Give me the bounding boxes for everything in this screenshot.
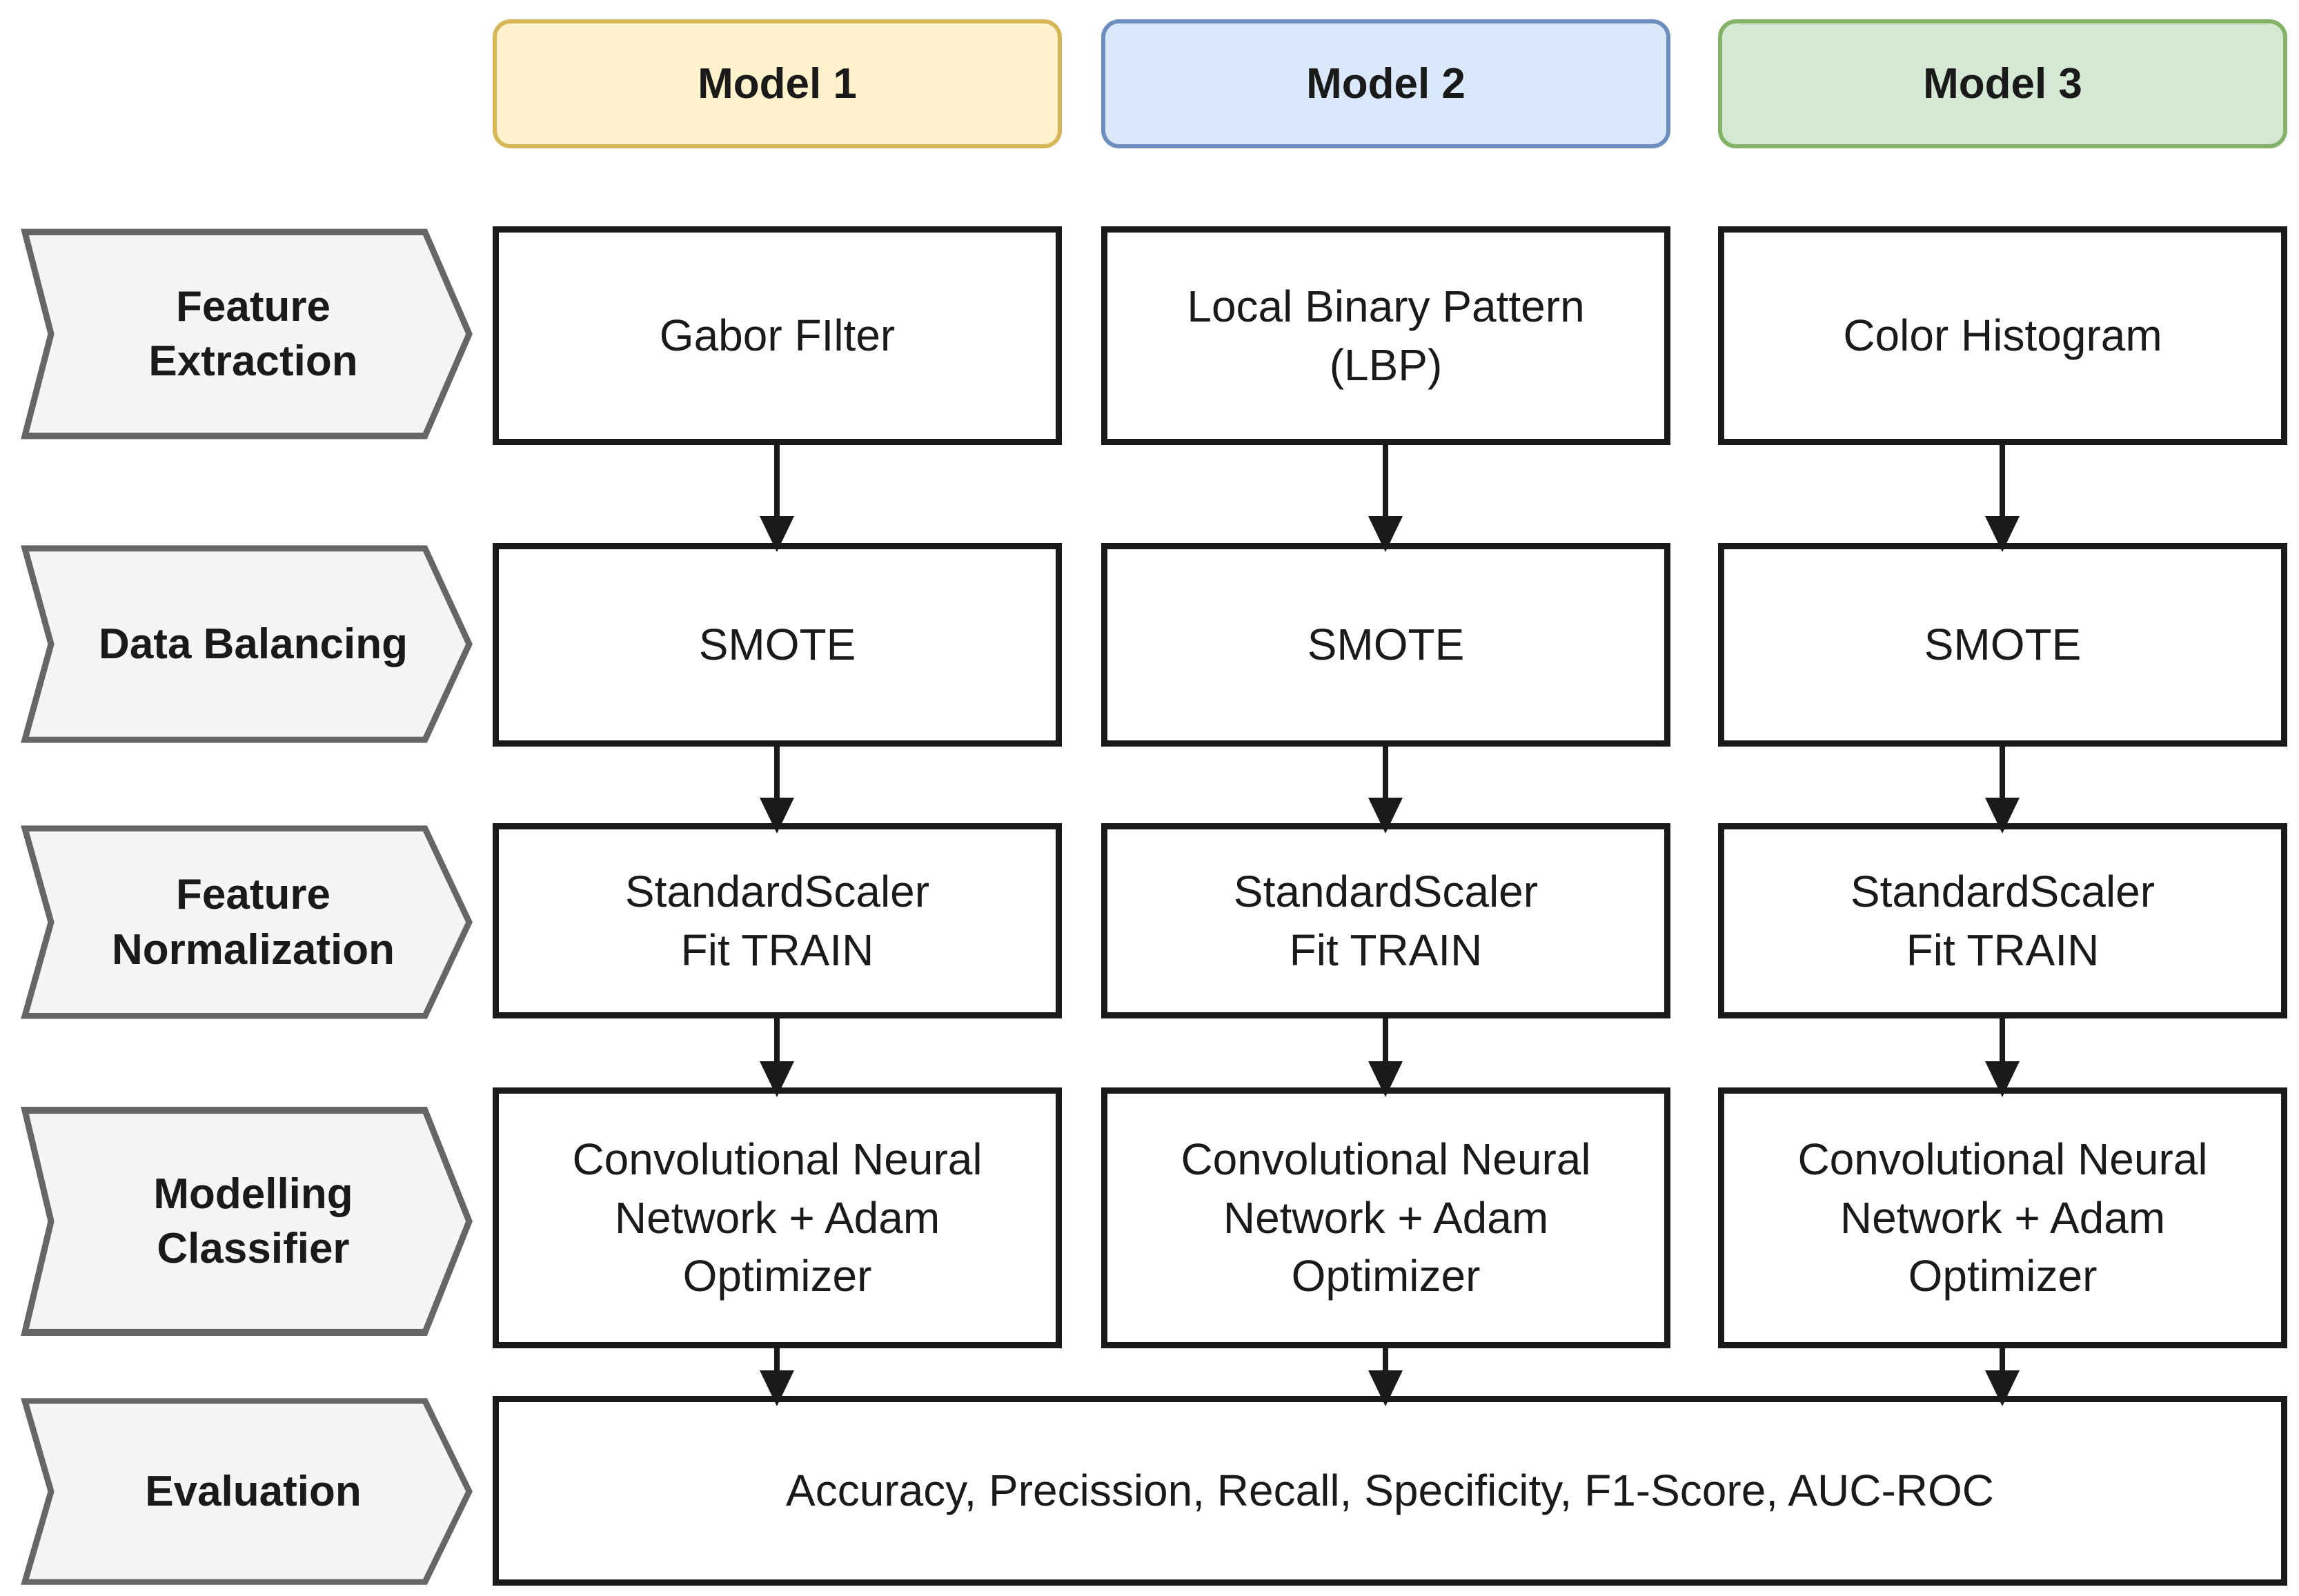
stage-feature-normalization: Feature Normalization (19, 823, 475, 1021)
box-data-balancing-model1: SMOTE (493, 543, 1062, 747)
box-text: StandardScaler Fit TRAIN (1233, 867, 1539, 975)
chevron-shape-icon (21, 1398, 473, 1585)
model-3-header: Model 3 (1718, 19, 2287, 148)
box-classifier-model3: Convolutional Neural Network + Adam Opti… (1718, 1087, 2287, 1348)
box-text: StandardScaler Fit TRAIN (624, 867, 930, 975)
box-feature-normalization-model3: StandardScaler Fit TRAIN (1718, 823, 2287, 1018)
box-text: Accuracy, Precission, Recall, Specificit… (786, 1466, 1994, 1516)
stage-label: Data Balancing (99, 620, 408, 668)
model-2-label: Model 2 (1306, 60, 1466, 108)
box-text: StandardScaler Fit TRAIN (1850, 867, 2155, 975)
box-classifier-model2: Convolutional Neural Network + Adam Opti… (1101, 1087, 1670, 1348)
arrow-down (758, 1016, 796, 1097)
arrow-down (758, 744, 796, 834)
box-text: SMOTE (1307, 620, 1465, 670)
box-text: SMOTE (698, 620, 856, 670)
box-feature-normalization-model2: StandardScaler Fit TRAIN (1101, 823, 1670, 1018)
model-2-header: Model 2 (1101, 19, 1670, 148)
box-feature-normalization-model1: StandardScaler Fit TRAIN (493, 823, 1062, 1018)
box-data-balancing-model2: SMOTE (1101, 543, 1670, 747)
chevron-shape-icon (21, 825, 473, 1019)
box-evaluation-metrics: Accuracy, Precission, Recall, Specificit… (493, 1396, 2287, 1586)
stage-label: Modelling Classifier (153, 1170, 353, 1272)
arrow-down (1366, 744, 1405, 834)
box-feature-extraction-model3: Color Histogram (1718, 226, 2287, 445)
chevron-shape-icon (21, 1106, 473, 1337)
stage-label: Feature Extraction (148, 282, 358, 385)
stage-feature-extraction: Feature Extraction (19, 226, 475, 442)
arrow-down (1983, 442, 2022, 552)
chevron-shape-icon (21, 228, 473, 440)
arrow-down (758, 442, 796, 552)
box-text: Convolutional Neural Network + Adam Opti… (1181, 1134, 1591, 1301)
model-1-header: Model 1 (493, 19, 1062, 148)
stage-modelling-classifier: Modelling Classifier (19, 1104, 475, 1339)
box-text: Local Binary Pattern (LBP) (1187, 282, 1585, 390)
arrow-down (1366, 442, 1405, 552)
model-1-label: Model 1 (698, 60, 857, 108)
model-3-label: Model 3 (1923, 60, 2082, 108)
arrow-down (1983, 1016, 2022, 1097)
box-classifier-model1: Convolutional Neural Network + Adam Opti… (493, 1087, 1062, 1348)
chevron-shape-icon (21, 545, 473, 743)
stage-evaluation: Evaluation (19, 1396, 475, 1587)
box-feature-extraction-model2: Local Binary Pattern (LBP) (1101, 226, 1670, 445)
stage-data-balancing: Data Balancing (19, 543, 475, 745)
box-text: SMOTE (1924, 620, 2082, 670)
box-text: Gabor FIlter (659, 311, 896, 361)
stage-label: Feature Normalization (112, 871, 395, 974)
box-feature-extraction-model1: Gabor FIlter (493, 226, 1062, 445)
box-text: Convolutional Neural Network + Adam Opti… (572, 1134, 983, 1301)
box-text: Color Histogram (1843, 311, 2162, 361)
arrow-down (1366, 1016, 1405, 1097)
box-data-balancing-model3: SMOTE (1718, 543, 2287, 747)
box-text: Convolutional Neural Network + Adam Opti… (1797, 1134, 2208, 1301)
stage-label: Evaluation (145, 1467, 362, 1515)
arrow-down (1983, 744, 2022, 834)
